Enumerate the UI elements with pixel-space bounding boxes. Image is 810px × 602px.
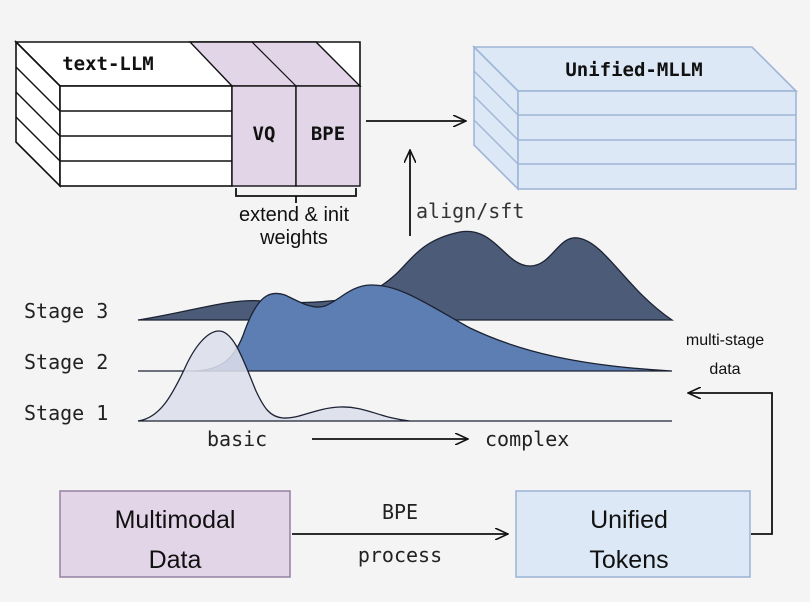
vq-label: VQ — [253, 123, 276, 145]
text-llm-label: text-LLM — [62, 53, 154, 75]
extend-label-line2: weights — [259, 227, 328, 249]
multimodal-data-box — [59, 490, 291, 578]
extend-brace — [235, 188, 357, 203]
stage3-label: Stage 3 — [24, 299, 108, 323]
stage-curves — [137, 230, 675, 422]
stage1-curve — [137, 330, 411, 422]
unified-tokens-box — [515, 490, 751, 578]
multistage-line2: data — [709, 361, 740, 378]
unified-tokens-line2: Tokens — [589, 546, 668, 574]
stage2-curve — [138, 284, 673, 372]
bpe-label: BPE — [311, 123, 345, 145]
multimodal-line1: Multimodal — [115, 506, 236, 534]
complex-label: complex — [485, 427, 569, 451]
multimodal-line2: Data — [149, 546, 202, 574]
align-label: align/sft — [416, 199, 524, 223]
basic-label: basic — [207, 427, 267, 451]
stage2-label: Stage 2 — [24, 350, 108, 374]
unified-mllm-block: Unified-MLLM — [472, 45, 798, 191]
bpe-process-line2: process — [358, 543, 442, 567]
bpe-process-line1: BPE — [382, 500, 418, 524]
stage1-label: Stage 1 — [24, 401, 108, 425]
extend-label-line1: extend & init — [239, 204, 350, 226]
unified-mllm-label: Unified-MLLM — [565, 59, 702, 81]
unified-tokens-line1: Unified — [590, 506, 668, 534]
text-llm-block: text-LLM VQ BPE — [14, 40, 362, 188]
bpe-column — [295, 85, 361, 187]
multistage-line1: multi-stage — [686, 332, 764, 349]
tokens-to-stages-arrow — [688, 393, 773, 535]
